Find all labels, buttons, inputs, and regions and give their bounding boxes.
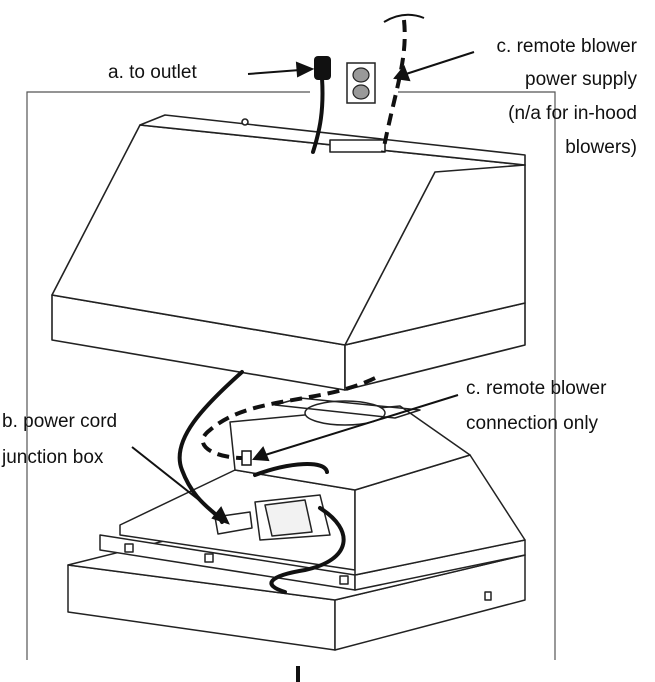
junction-box-label-line1: b. power cord <box>2 411 118 432</box>
bottom-mark <box>296 666 300 682</box>
remote-supply-label-line2: power supply <box>525 69 637 90</box>
power-plug <box>314 56 331 80</box>
cut-wire-end <box>383 13 425 23</box>
outlet-label: a. to outlet <box>108 62 197 83</box>
remote-supply-label-line3: (n/a for in-hood <box>508 103 637 124</box>
background-frame <box>26 91 556 660</box>
remote-supply-label-line1: c. remote blower <box>496 36 637 57</box>
wall-outlet <box>346 62 376 104</box>
remote-connection-label-line2: connection only <box>466 413 599 434</box>
remote-connector <box>241 450 252 466</box>
remote-connection-label-line1: c. remote blower <box>466 378 607 399</box>
leader-arrows <box>131 51 475 525</box>
blower-insert <box>67 397 526 651</box>
remote-supply-label-line4: blowers) <box>565 137 637 158</box>
junction-box-label-line2: junction box <box>2 447 104 468</box>
hood-canopy <box>51 114 526 391</box>
